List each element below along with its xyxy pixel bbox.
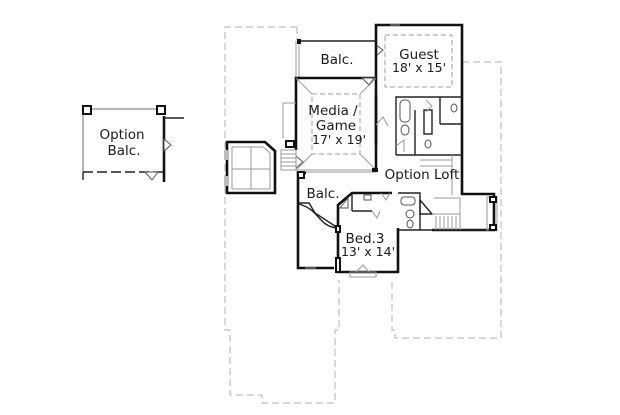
room-label-media: Media / xyxy=(308,103,358,119)
bathroom-upper xyxy=(375,96,462,167)
column-icon xyxy=(82,105,92,115)
room-label-option-balc: Option xyxy=(99,127,144,143)
bay-window-box xyxy=(224,140,277,195)
column-icon xyxy=(156,105,166,115)
room-dims-guest: 18' x 15' xyxy=(392,60,446,75)
bathtub-icon xyxy=(399,99,411,123)
room-label-guest: Guest xyxy=(399,47,439,63)
room-label-game: Game xyxy=(316,118,356,134)
room-label-option-balc-2: Balc. xyxy=(108,143,141,159)
room-label-bed3: Bed.3 xyxy=(345,231,384,247)
top-balcony xyxy=(295,39,384,78)
room-labels: Option Balc. Balc. Guest 18' x 15' Media… xyxy=(99,47,459,259)
sink-icon xyxy=(424,139,432,149)
door-swing-icon xyxy=(338,196,349,209)
media-game-room xyxy=(280,76,378,173)
toilet-icon xyxy=(405,209,415,219)
option-balcony xyxy=(81,105,184,182)
door-swing-icon xyxy=(163,137,172,153)
loft-and-bed3 xyxy=(296,155,498,278)
toilet-icon xyxy=(400,124,410,136)
room-label-balc-top: Balc. xyxy=(321,52,354,68)
lower-floor-outline xyxy=(224,26,502,404)
door-swing-icon xyxy=(360,77,375,86)
sink-icon xyxy=(406,219,414,229)
room-dims-media: 17' x 19' xyxy=(312,132,366,147)
bathtub-icon xyxy=(400,196,416,206)
door-swing-icon xyxy=(143,171,159,181)
room-label-option-loft: Option Loft xyxy=(385,167,460,183)
room-label-balc-mid: Balc. xyxy=(307,186,340,202)
room-dims-bed3: 13' x 14' xyxy=(341,244,395,259)
sink-icon xyxy=(450,103,458,113)
